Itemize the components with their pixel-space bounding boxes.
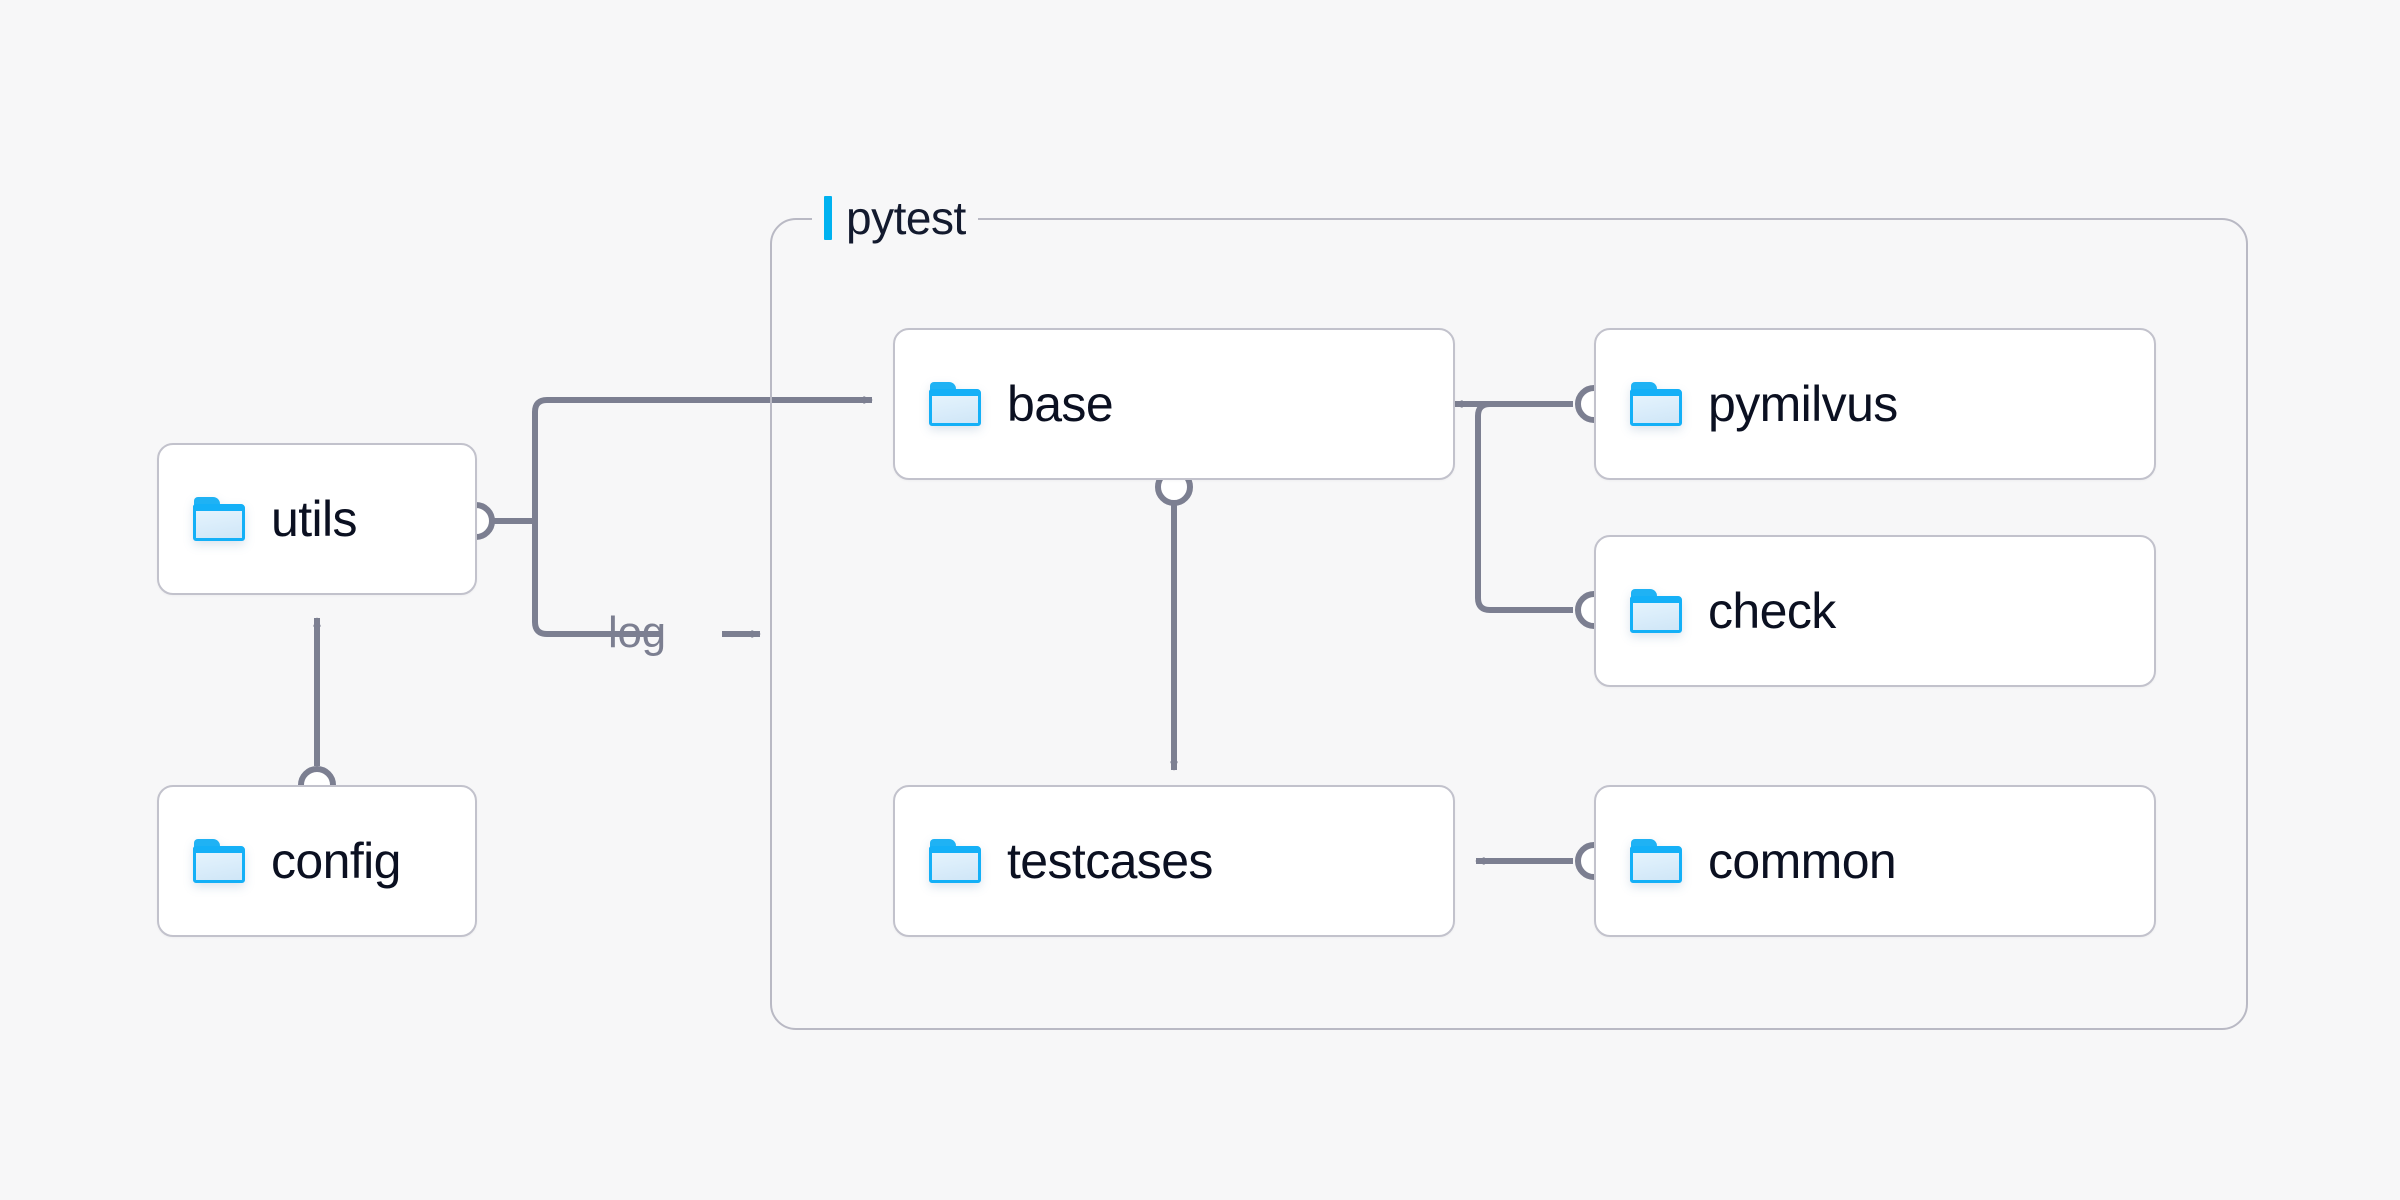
node-config-label: config [271, 833, 401, 889]
node-common-label: common [1708, 833, 1897, 889]
folder-icon [193, 839, 245, 883]
node-config[interactable]: config [157, 785, 477, 937]
edge-label-log: log [608, 608, 666, 657]
node-check-label: check [1708, 583, 1836, 639]
node-testcases[interactable]: testcases [893, 785, 1455, 937]
folder-icon [929, 839, 981, 883]
node-pymilvus[interactable]: pymilvus [1594, 328, 2156, 480]
folder-icon [193, 497, 245, 541]
folder-icon [1630, 839, 1682, 883]
group-accent-bar [824, 196, 832, 240]
node-testcases-label: testcases [1007, 833, 1213, 889]
folder-icon [1630, 382, 1682, 426]
folder-icon [929, 382, 981, 426]
folder-icon [1630, 589, 1682, 633]
group-title: pytest [846, 192, 966, 244]
group-pytest [770, 218, 2248, 1030]
node-base[interactable]: base [893, 328, 1455, 480]
node-pymilvus-label: pymilvus [1708, 376, 1898, 432]
group-pytest-label: pytest [812, 190, 978, 246]
node-base-label: base [1007, 376, 1114, 432]
node-check[interactable]: check [1594, 535, 2156, 687]
node-common[interactable]: common [1594, 785, 2156, 937]
node-utils-label: utils [271, 491, 358, 547]
node-utils[interactable]: utils [157, 443, 477, 595]
